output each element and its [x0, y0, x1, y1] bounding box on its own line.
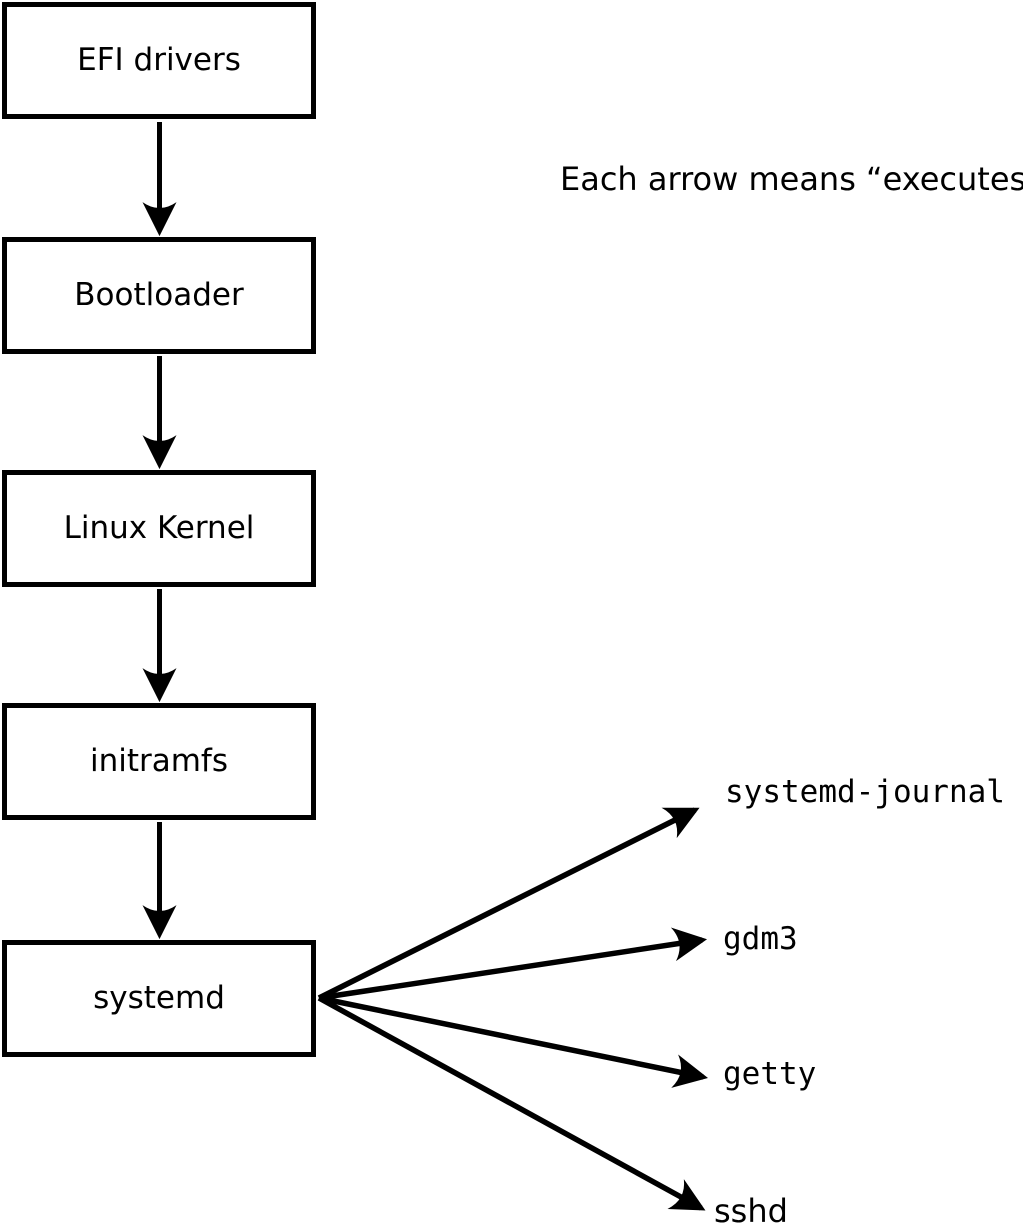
- process-label-gdm3: gdm3: [723, 921, 798, 957]
- node-systemd-label: systemd: [93, 980, 225, 1016]
- node-linux-kernel-label: Linux Kernel: [63, 510, 255, 546]
- node-efi-drivers-label: EFI drivers: [77, 42, 241, 78]
- node-initramfs: initramfs: [2, 703, 316, 820]
- node-systemd: systemd: [2, 940, 316, 1057]
- arrow-systemd-to-gdm3: [318, 927, 708, 1001]
- node-bootloader-label: Bootloader: [74, 277, 244, 313]
- process-label-systemd-journal: systemd-journal: [725, 774, 1005, 810]
- process-label-sshd: sshd: [714, 1192, 788, 1230]
- node-efi-drivers: EFI drivers: [2, 2, 316, 119]
- arrow-systemd-to-sshd: [317, 995, 706, 1211]
- node-bootloader: Bootloader: [2, 237, 316, 354]
- arrow-systemd-to-getty: [318, 995, 708, 1088]
- node-initramfs-label: initramfs: [89, 743, 229, 779]
- node-linux-kernel: Linux Kernel: [2, 470, 316, 587]
- arrow-systemd-to-journal: [317, 807, 700, 1001]
- executes-note: Each arrow means “executes”.: [560, 160, 1023, 198]
- process-label-getty: getty: [723, 1056, 817, 1092]
